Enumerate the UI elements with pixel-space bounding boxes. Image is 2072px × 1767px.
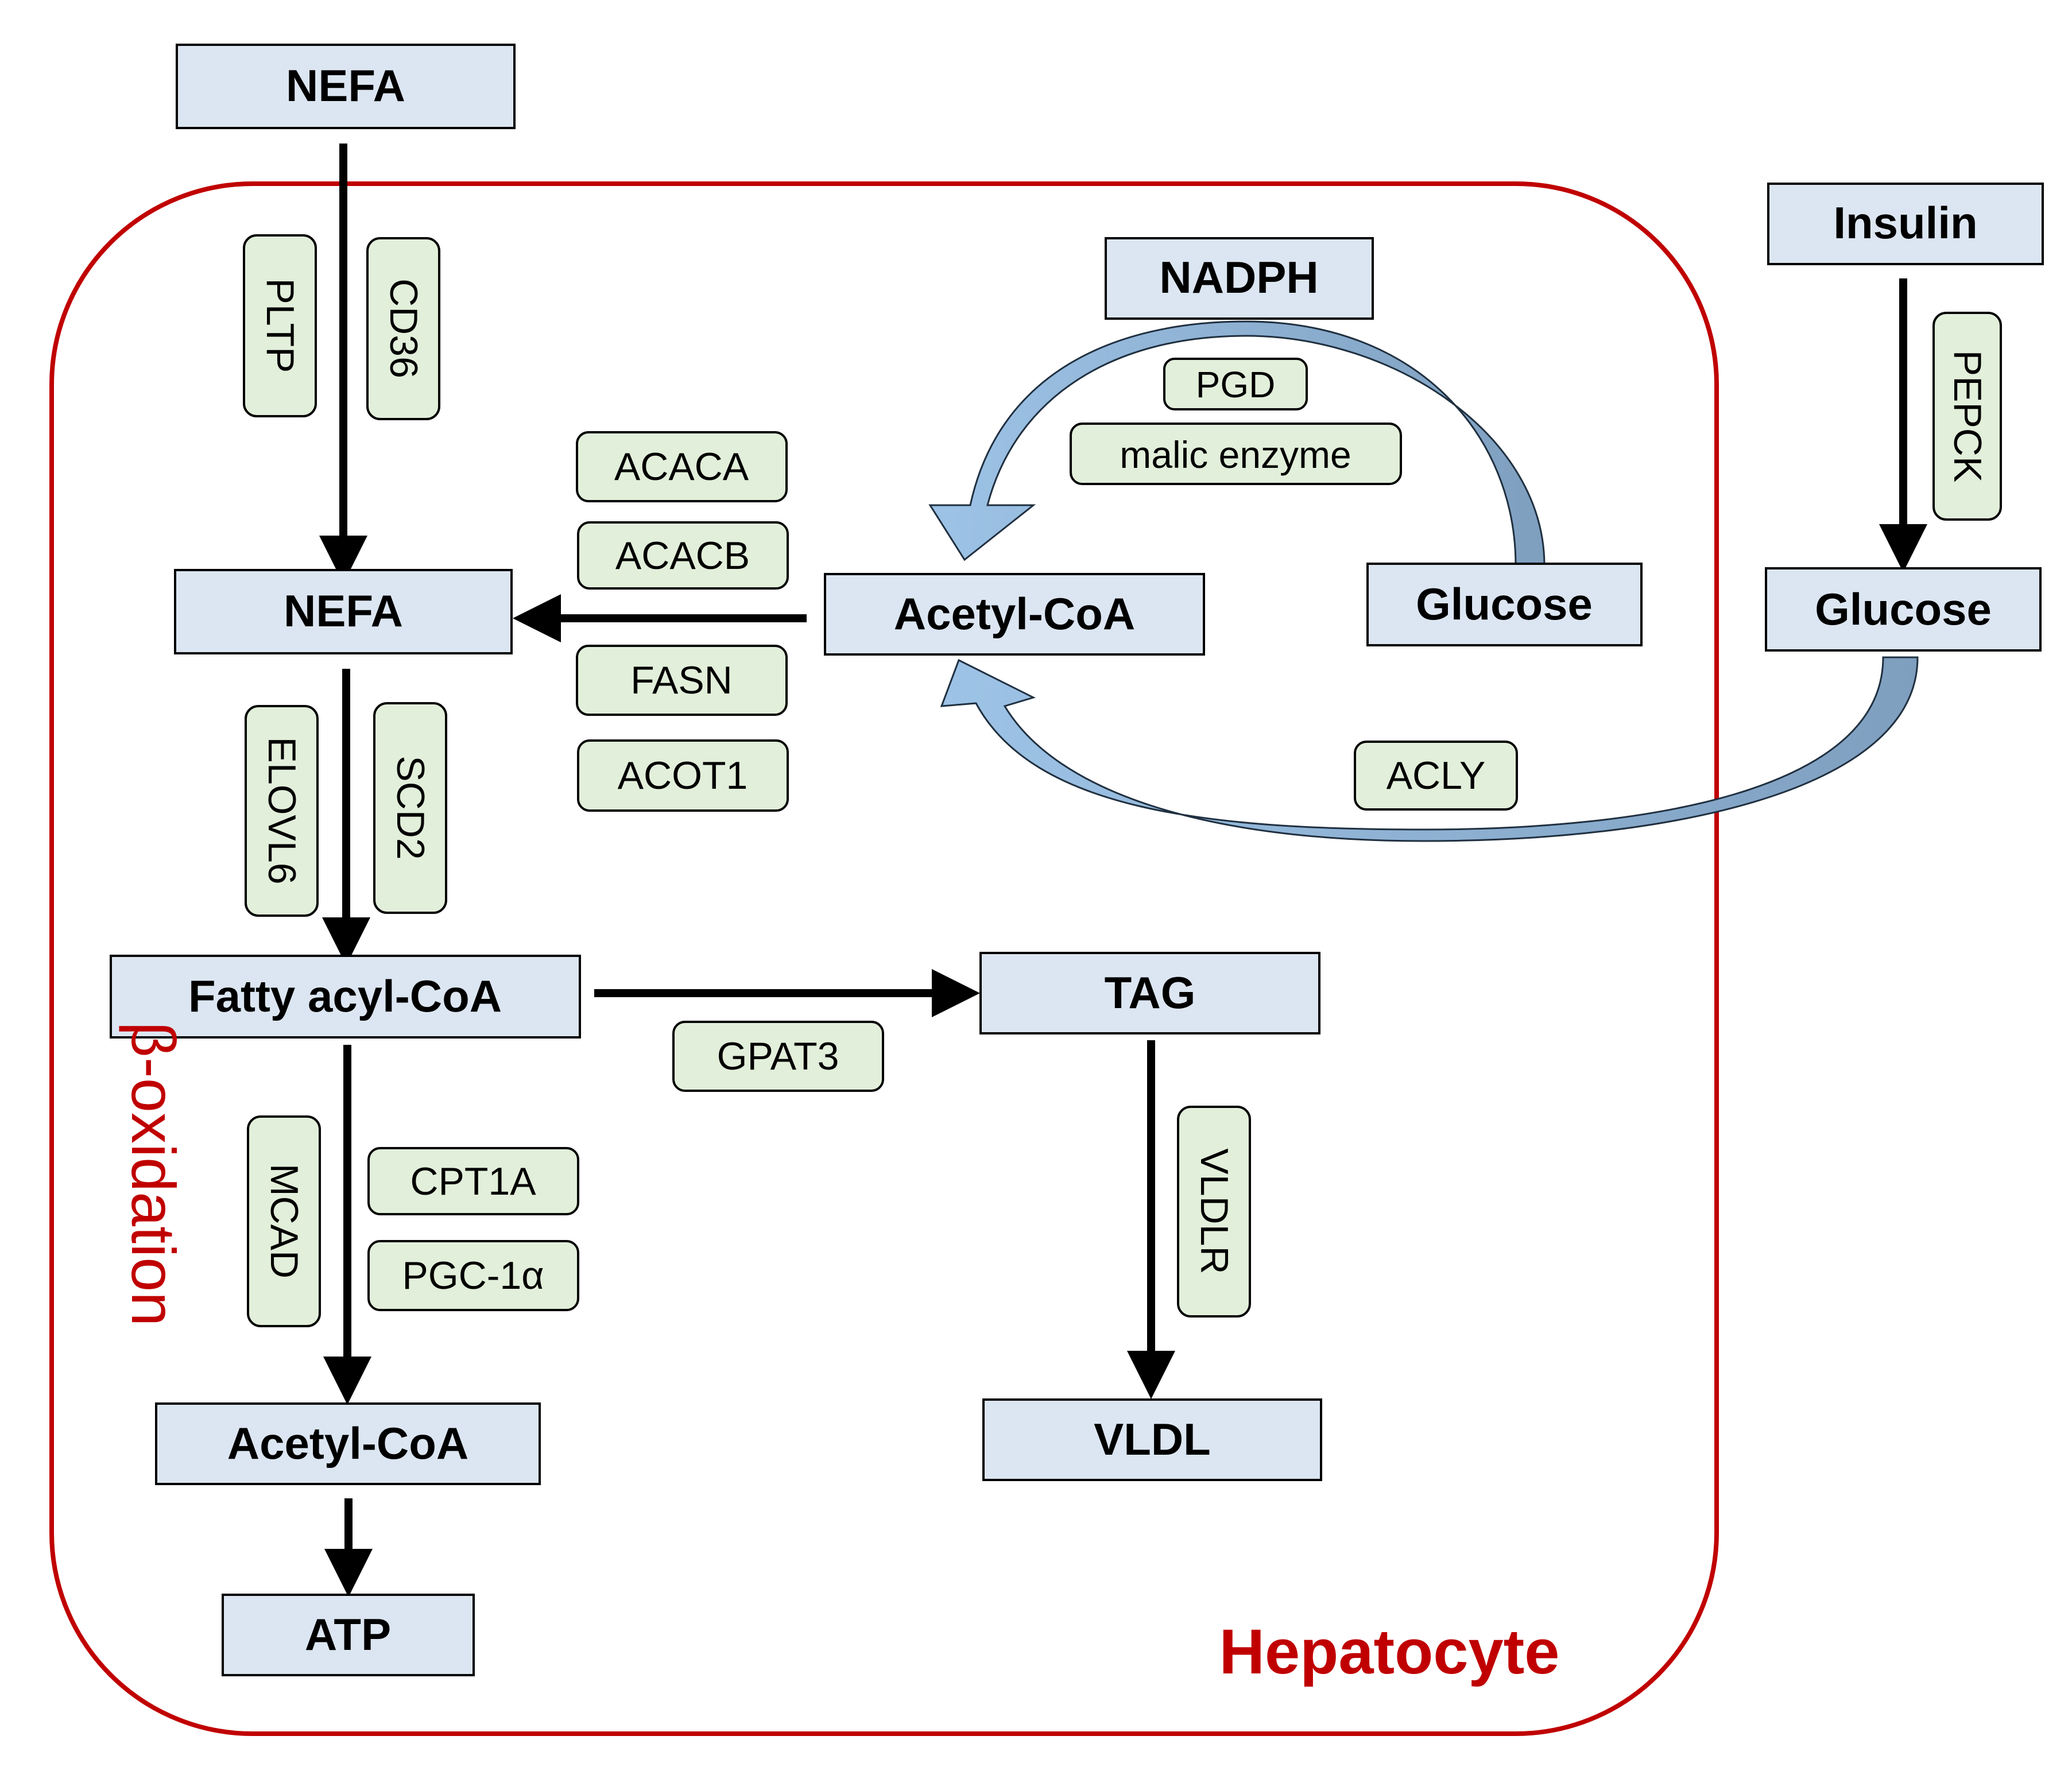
enzyme-elovl6-label: ELOVL6 [260,737,304,884]
node-glucose-outside-label: Glucose [1815,584,1992,634]
enzyme-pgd-label: PGD [1196,364,1276,405]
enzyme-gpat3-label: GPAT3 [717,1034,839,1078]
enzyme-acaca-label: ACACA [614,445,749,489]
node-nefa-inside-label: NEFA [284,586,403,636]
enzyme-scd2-label: SCD2 [389,755,432,859]
node-acetyl-coa-center-label: Acetyl-CoA [894,588,1135,639]
enzyme-cpt1a: CPT1A [367,1147,579,1215]
enzyme-vldlr: VLDLR [1177,1106,1251,1318]
enzyme-cpt1a-label: CPT1A [410,1160,536,1203]
enzyme-pgc1a-label: PGC-1α [402,1254,544,1297]
node-nefa-outside: NEFA [176,44,516,129]
enzyme-mcad-label: MCAD [262,1164,306,1278]
enzyme-acacb: ACACB [577,521,789,590]
node-nadph: NADPH [1105,237,1374,320]
node-insulin: Insulin [1767,183,2044,265]
enzyme-cd36: CD36 [366,237,440,420]
enzyme-vldlr-label: VLDLR [1192,1148,1236,1274]
node-atp-label: ATP [305,1609,391,1660]
node-acetyl-coa-bottom: Acetyl-CoA [155,1402,541,1485]
node-nefa-inside: NEFA [174,569,513,654]
enzyme-pgd: PGD [1163,358,1308,410]
enzyme-pepck-label: PEPCK [1946,350,1989,483]
glucose-outside-to-acetylcoa-curved-arrow [940,656,1919,842]
node-fatty-acyl-coa-label: Fatty acyl-CoA [188,971,502,1021]
enzyme-acly-label: ACLY [1387,754,1486,797]
node-tag-label: TAG [1105,967,1196,1018]
enzyme-pltp: PLTP [243,234,317,417]
node-nefa-outside-label: NEFA [286,60,405,111]
enzyme-mcad: MCAD [247,1115,321,1327]
hepatocyte-label: Hepatocyte [1219,1617,1560,1687]
node-tag: TAG [979,952,1320,1034]
hepatocyte-cell-boundary [49,181,1719,1736]
enzyme-malic-enzyme-label: malic enzyme [1120,433,1351,476]
node-glucose-outside: Glucose [1765,567,2042,652]
node-acetyl-coa-center: Acetyl-CoA [824,573,1205,656]
enzyme-acacb-label: ACACB [615,534,750,578]
enzyme-fasn: FASN [576,645,788,716]
node-acetyl-coa-bottom-label: Acetyl-CoA [227,1418,468,1468]
enzyme-acot1-label: ACOT1 [618,754,748,797]
enzyme-acot1: ACOT1 [577,739,789,812]
enzyme-cd36-label: CD36 [382,278,425,378]
node-nadph-label: NADPH [1159,252,1318,303]
enzyme-scd2: SCD2 [373,702,447,914]
enzyme-pepck: PEPCK [1932,312,2002,521]
node-insulin-label: Insulin [1833,197,1977,248]
node-vldl-label: VLDL [1094,1414,1211,1464]
glucose-to-acetylcoa-curved-arrow [928,320,1546,567]
enzyme-gpat3: GPAT3 [672,1021,884,1092]
enzyme-pgc1a: PGC-1α [367,1240,579,1311]
node-atp: ATP [222,1594,475,1676]
enzyme-elovl6: ELOVL6 [245,705,319,917]
node-fatty-acyl-coa: Fatty acyl-CoA [110,955,581,1038]
node-vldl: VLDL [982,1398,1322,1481]
node-glucose-inside: Glucose [1366,563,1643,646]
beta-oxidation-label: β-oxidation [119,1022,188,1326]
enzyme-acly: ACLY [1354,741,1518,811]
enzyme-pltp-label: PLTP [258,278,302,373]
enzyme-malic-enzyme: malic enzyme [1070,423,1402,485]
enzyme-fasn-label: FASN [630,658,733,702]
enzyme-acaca: ACACA [576,431,788,502]
node-glucose-inside-label: Glucose [1416,579,1593,629]
